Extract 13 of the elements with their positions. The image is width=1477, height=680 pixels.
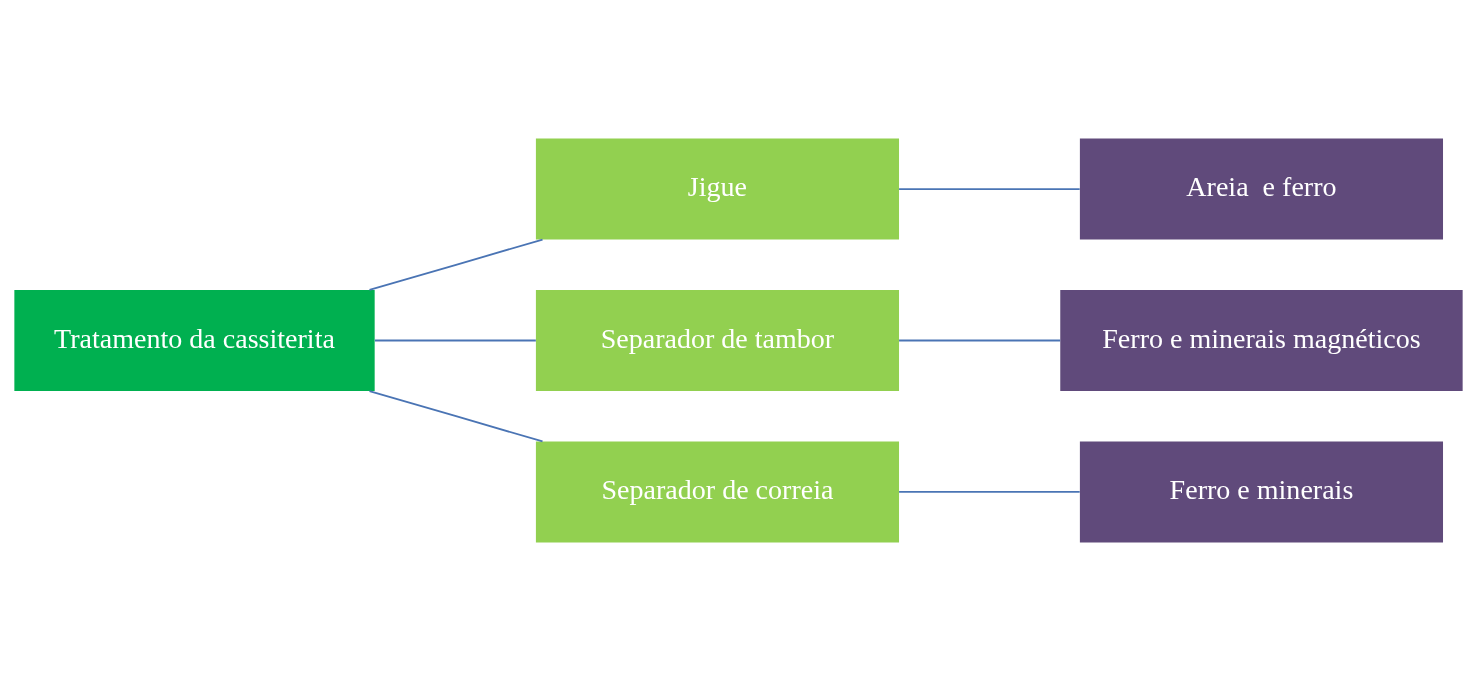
node-box: Tratamento da cassiterita (14, 289, 375, 391)
node-box: Separador de correia (535, 440, 900, 542)
node-box: Ferro e minerais (1079, 440, 1443, 542)
node-box: Jigue (535, 138, 900, 240)
node-box: Areia e ferro (1079, 138, 1443, 240)
connector (368, 238, 544, 291)
connector (898, 187, 1081, 190)
node-box: Ferro e minerais magnéticos (1060, 289, 1463, 391)
node-box: Separador de tambor (535, 289, 900, 391)
connector (898, 339, 1062, 341)
connector (368, 389, 544, 442)
connector (898, 490, 1081, 493)
connector (374, 339, 537, 341)
